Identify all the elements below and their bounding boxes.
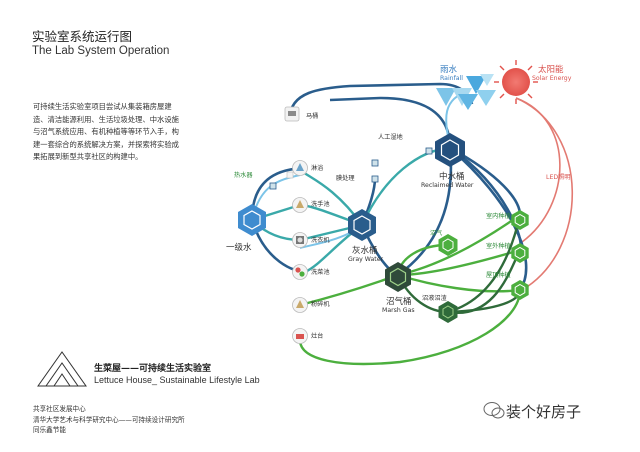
brand-watermark: 装个好房子 [506, 403, 582, 421]
hex-indoor-plant [511, 210, 529, 230]
label-led: LED照明 [546, 174, 571, 181]
lab-name-cn: 生菜屋——可持续生活实验室 [94, 364, 212, 374]
label-indoor-plant: 室内种植 [486, 213, 511, 220]
label-reclaimed-cn: 中水桶 [439, 172, 465, 182]
rainfall-icon [436, 74, 496, 110]
label-solar-cn: 太阳能 [538, 65, 564, 75]
vegetable-wash-icon [292, 264, 308, 280]
hex-primary [238, 204, 266, 236]
label-shower: 淋浴 [311, 165, 324, 172]
description: 可持续生活实验室项目尝试从集装箱房屋建造、清洁能源利用、生活垃圾处理、中水设施与… [33, 102, 179, 162]
org-item: 共享社区发展中心 [33, 405, 86, 413]
label-pretreat: 膜处理 [336, 175, 355, 182]
brand-icon [483, 402, 505, 419]
hex-marsh-gas [385, 262, 411, 292]
label-laundry: 洗衣机 [311, 237, 330, 244]
label-gray-water-cn: 灰水桶 [352, 246, 378, 256]
label-toilet: 马桶 [306, 113, 319, 120]
pipe-joints [269, 147, 433, 190]
label-hot-water: 热水器 [234, 172, 253, 179]
org-item: 同乐鑫节能 [33, 426, 66, 435]
water-heater-icon [286, 171, 294, 179]
hex-outdoor-plant [511, 243, 529, 263]
label-reclaimed-en: Reclaimed Water [421, 182, 474, 189]
green-pipes [298, 214, 522, 366]
lab-name-en: Lettuce House_ Sustainable Lifestyle Lab [94, 375, 260, 385]
label-marsh-cn: 沼气桶 [386, 297, 412, 307]
hex-roof-plant [511, 280, 529, 300]
page-title: 实验室系统运行图 [32, 29, 133, 44]
label-gray-water-en: Gray Water [348, 256, 384, 263]
organizations: 共享社区发展中心 清华大学艺术与科学研究中心——可持续设计研究所 同乐鑫节能 [33, 404, 185, 436]
hex-slurry [438, 301, 458, 323]
label-rain-cn: 雨水 [440, 65, 458, 75]
label-primary-water: 一级水 [226, 243, 252, 253]
label-shredder: 粉碎机 [311, 301, 330, 308]
label-slurry: 沼液沼渣 [422, 295, 447, 302]
org-item: 清华大学艺术与科学研究中心——可持续设计研究所 [33, 415, 185, 424]
label-biogas: 沼气 [430, 230, 443, 237]
label-marsh-en: Marsh Gas [382, 307, 415, 314]
label-rain-en: Rainfall [440, 75, 464, 82]
darkgreen-pipes [396, 214, 522, 315]
label-outdoor-plant: 室外种植 [486, 243, 511, 250]
label-hand-wash: 洗手池 [311, 201, 330, 208]
lab-logo [37, 351, 87, 387]
label-solar-en: Solar Energy [532, 75, 572, 82]
label-roof-plant: 屋顶种植 [486, 272, 511, 279]
solar-lines [515, 97, 573, 291]
label-wetland: 人工湿地 [378, 134, 403, 141]
label-stove: 灶台 [311, 333, 324, 340]
hex-biogas [438, 234, 458, 256]
device-icons [284, 106, 308, 344]
hex-reclaimed-water [435, 133, 465, 167]
solar-icon [494, 60, 538, 104]
page-subtitle: The Lab System Operation [32, 45, 170, 57]
label-veg-wash: 洗菜池 [311, 269, 330, 276]
hex-gray-water [348, 209, 376, 241]
